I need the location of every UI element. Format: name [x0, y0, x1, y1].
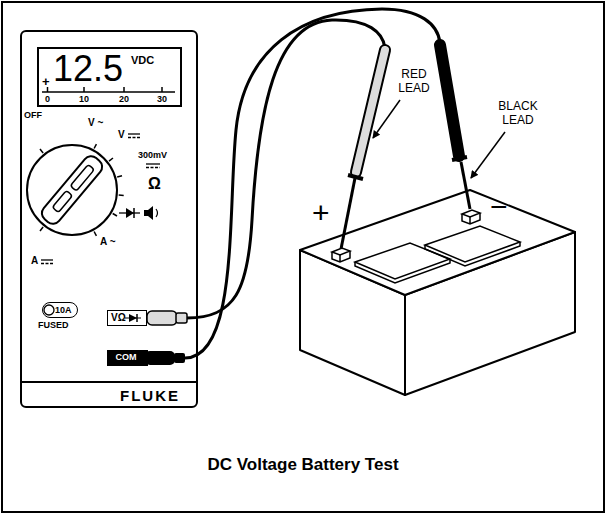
test-leads	[185, 9, 440, 358]
lead-label: BLACK LEAD	[492, 100, 544, 128]
rotary-switch	[109, 158, 113, 161]
switch-position: A	[31, 255, 38, 267]
rotary-switch	[39, 153, 106, 227]
battery	[332, 251, 350, 262]
jack-label: COM	[107, 352, 145, 362]
switch-position: V	[118, 129, 125, 141]
meter-details	[161, 87, 163, 92]
lead-label: RED LEAD	[392, 68, 436, 96]
meter-details	[83, 87, 85, 92]
test-leads	[174, 353, 185, 363]
switch-position: Ω	[148, 175, 161, 193]
battery	[425, 242, 520, 266]
scale-number: 30	[157, 94, 167, 104]
meter-details	[22, 87, 196, 382]
test-leads	[147, 311, 177, 325]
jack-label: VΩ	[111, 312, 126, 324]
battery	[462, 210, 480, 217]
test-leads	[348, 175, 363, 179]
meter-display: +12.5 VDC 0 10 20 30	[37, 47, 182, 107]
dc-symbol	[41, 259, 53, 260]
leader-line	[373, 100, 400, 138]
rotary-switch	[94, 144, 96, 148]
scale-number: 0	[45, 94, 50, 104]
unit-label: VDC	[131, 54, 154, 67]
rotary-switch	[27, 144, 124, 236]
test-leads	[356, 50, 385, 172]
multimeter-body: FLUKE+12.5VDC010203010AVΩCOM	[20, 30, 198, 408]
battery	[332, 248, 350, 255]
diode-buzzer-symbol	[126, 208, 134, 218]
battery	[425, 226, 520, 262]
test-leads	[145, 9, 470, 365]
test-leads	[145, 351, 175, 365]
meter-details	[123, 87, 125, 92]
dc-symbol	[146, 163, 160, 164]
dc-symbol	[41, 263, 53, 264]
scale-number: 20	[119, 94, 129, 104]
battery	[300, 190, 575, 395]
scale-number: 10	[79, 94, 89, 104]
jack-symbols	[44, 305, 141, 322]
jack-symbols	[44, 305, 54, 315]
jack-label: 10A	[55, 305, 72, 315]
rotary-switch	[117, 176, 122, 177]
diode-buzzer-symbol	[133, 208, 135, 218]
test-leads	[461, 162, 470, 209]
rotary-switch	[52, 190, 72, 212]
rotary-switch	[40, 227, 43, 231]
switch-position: OFF	[24, 110, 42, 120]
test-leads	[356, 50, 385, 172]
rotary-switch	[39, 153, 106, 227]
rotary-switch	[40, 149, 43, 153]
battery	[355, 259, 450, 283]
switch-position: A ~	[100, 236, 115, 248]
leader-line	[373, 100, 505, 178]
test-leads	[341, 178, 355, 249]
rotary-switch	[70, 164, 94, 191]
input-jack: VΩ	[107, 310, 147, 326]
dc-symbol	[146, 167, 160, 168]
diode-buzzer-symbol	[156, 209, 158, 217]
rotary-switch	[113, 214, 117, 217]
test-leads	[176, 313, 187, 323]
diode-buzzer-symbol	[144, 210, 148, 216]
input-jack: COM	[107, 350, 148, 366]
dc-symbol	[128, 133, 140, 134]
battery	[462, 213, 480, 224]
diode-buzzer-symbol	[119, 206, 158, 220]
brand-name: FLUKE	[120, 387, 180, 404]
test-leads	[452, 157, 467, 160]
voltage-reading: 12.5	[53, 51, 123, 87]
terminal-sign: +	[312, 196, 330, 231]
switch-position: V ~	[88, 117, 103, 129]
jack-note: FUSED	[38, 320, 69, 330]
rotary-switch	[27, 145, 117, 235]
dc-symbol	[128, 137, 140, 138]
terminal-sign: −	[490, 190, 508, 225]
rotary-switch	[94, 232, 96, 236]
meter-details	[42, 91, 175, 93]
jack-symbols	[125, 318, 141, 319]
polarity-sign: +	[42, 75, 50, 90]
input-jack: 10A	[42, 302, 78, 318]
switch-position: 300mV	[138, 150, 167, 160]
leader-line	[471, 132, 505, 178]
diode-buzzer-symbol	[148, 206, 153, 220]
caption: DC Voltage Battery Test	[0, 455, 606, 475]
test-leads	[440, 45, 459, 156]
meter-details	[22, 381, 196, 383]
test-leads	[187, 20, 385, 318]
rotary-switch	[119, 194, 124, 196]
